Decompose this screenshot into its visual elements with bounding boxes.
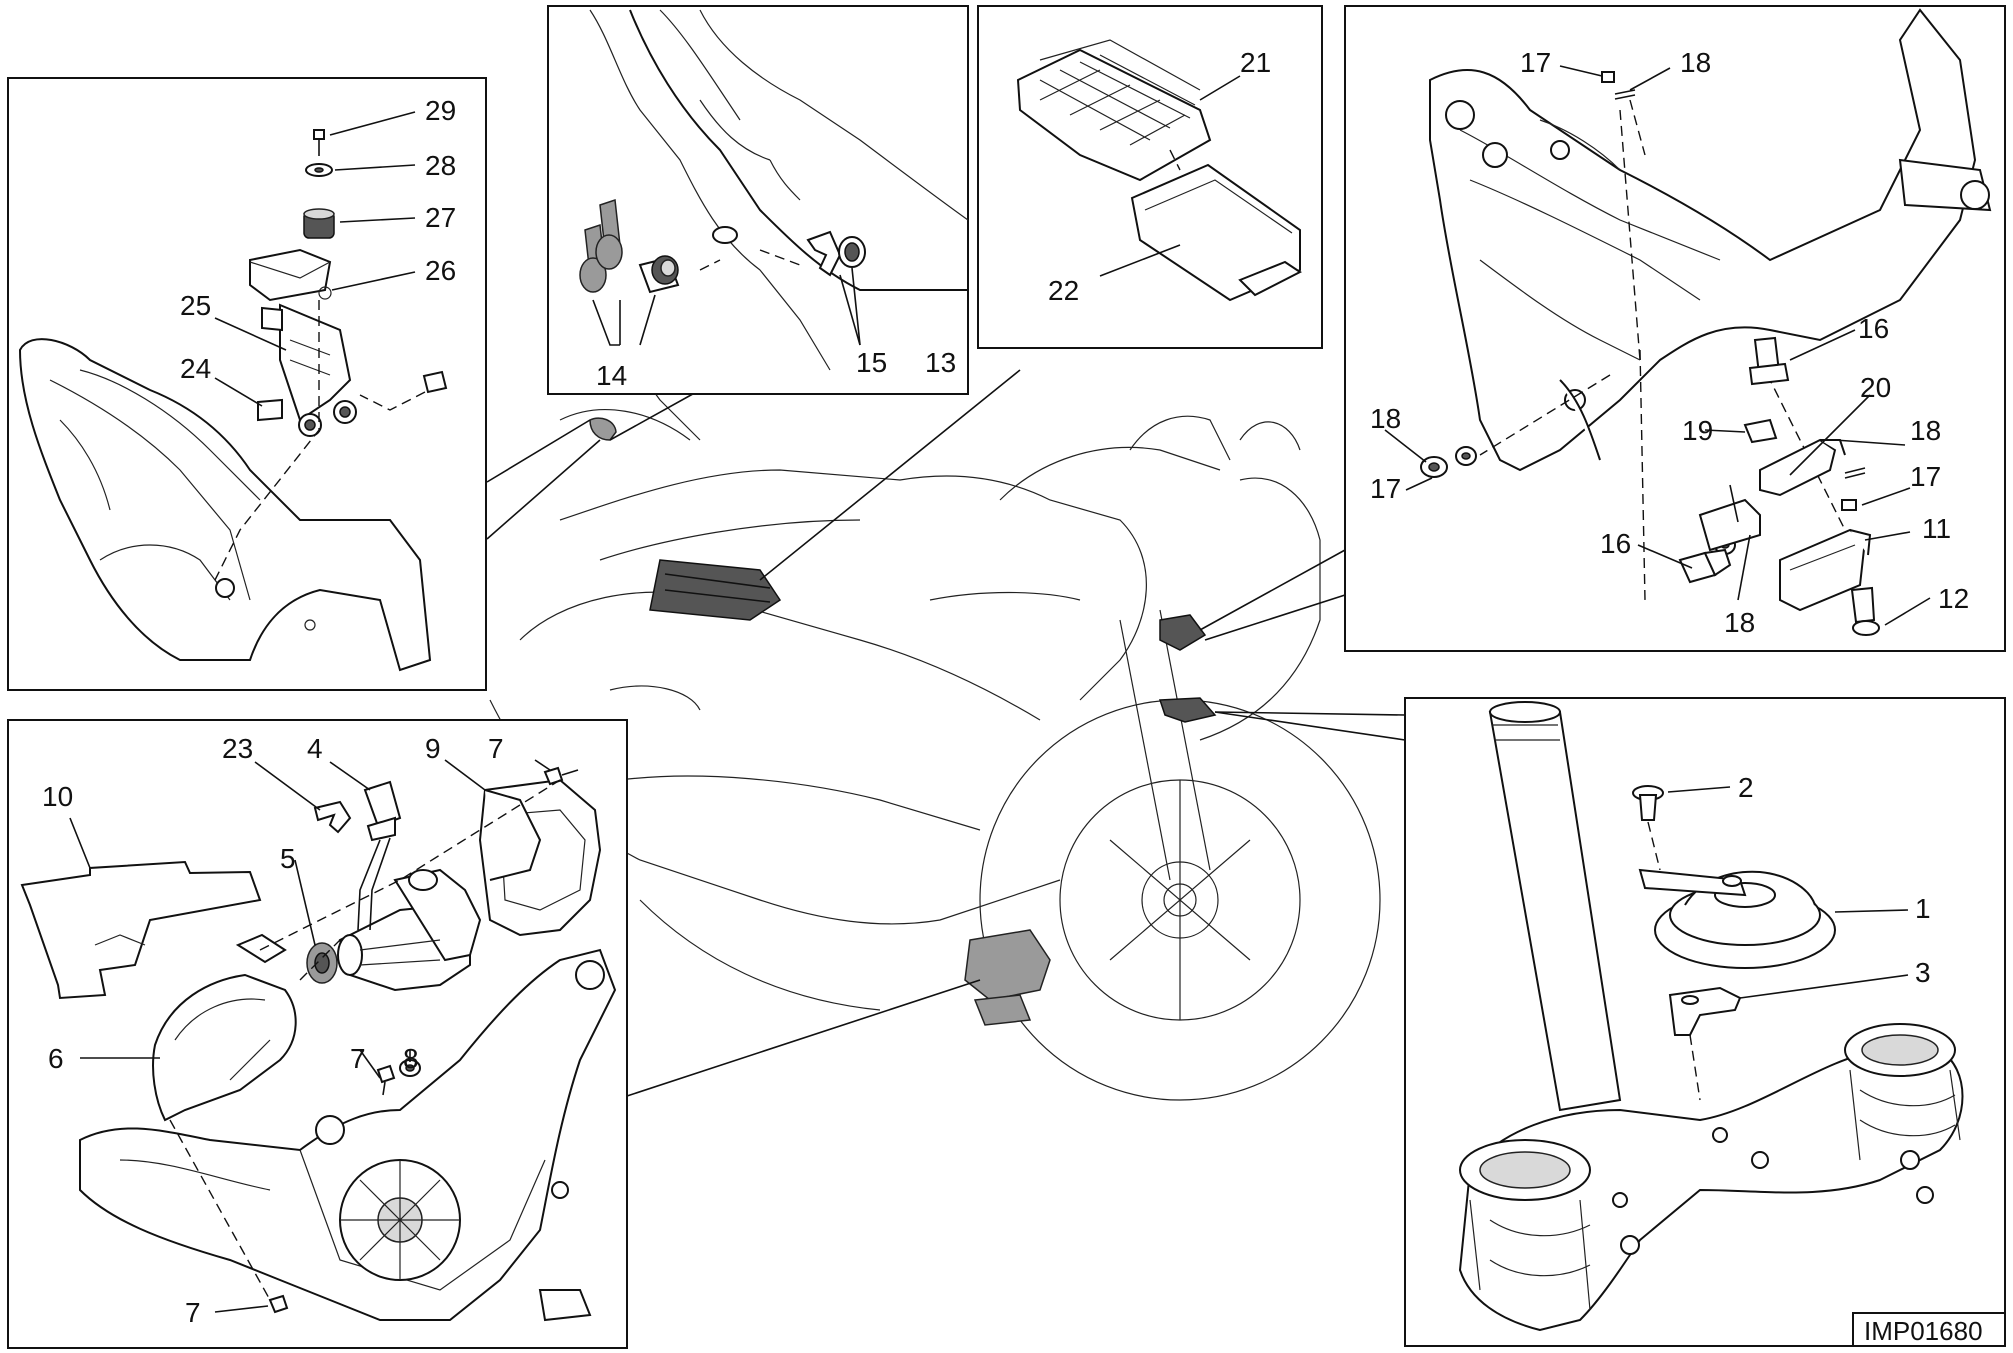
panel-top-right: 17 18 16 20 18 19 18 17 17 16 11 18 12 xyxy=(1344,5,2006,652)
callout-18: 18 xyxy=(1724,607,1755,638)
callout-26: 26 xyxy=(425,255,456,286)
callout-9: 9 xyxy=(425,733,441,764)
callout-2: 2 xyxy=(1738,772,1754,803)
callout-15: 15 xyxy=(856,347,887,378)
callout-23: 23 xyxy=(222,733,253,764)
callout-29: 29 xyxy=(425,95,456,126)
callout-7: 7 xyxy=(350,1043,366,1074)
callout-7: 7 xyxy=(185,1297,201,1328)
callout-25: 25 xyxy=(180,290,211,321)
callout-28: 28 xyxy=(425,150,456,181)
callout-3: 3 xyxy=(1915,957,1931,988)
callout-5: 5 xyxy=(280,843,296,874)
callout-18: 18 xyxy=(1910,415,1941,446)
callout-18: 18 xyxy=(1680,47,1711,78)
callout-16: 16 xyxy=(1600,528,1631,559)
panel-top-mid: 14 15 13 xyxy=(547,5,969,395)
callout-7: 7 xyxy=(488,733,504,764)
panel-top-left: 29 28 27 26 25 24 xyxy=(7,77,487,691)
callout-17: 17 xyxy=(1520,47,1551,78)
callout-12: 12 xyxy=(1938,583,1969,614)
reference-code: IMP01680 xyxy=(1864,1316,1983,1346)
callout-19: 19 xyxy=(1682,415,1713,446)
callout-13: 13 xyxy=(925,347,956,378)
leader-lines xyxy=(486,369,1406,1097)
callout-22: 22 xyxy=(1048,275,1079,306)
callout-17: 17 xyxy=(1910,461,1941,492)
callout-16: 16 xyxy=(1858,313,1889,344)
callout-1: 1 xyxy=(1915,893,1931,924)
callout-21: 21 xyxy=(1240,47,1271,78)
callout-18: 18 xyxy=(1370,403,1401,434)
callout-8: 8 xyxy=(403,1043,419,1074)
callout-20: 20 xyxy=(1860,372,1891,403)
panel-bottom-left: 23 4 9 7 10 5 6 7 8 7 xyxy=(7,719,628,1349)
callout-10: 10 xyxy=(42,781,73,812)
callout-17: 17 xyxy=(1370,473,1401,504)
callout-6: 6 xyxy=(48,1043,64,1074)
callout-11: 11 xyxy=(1922,513,1951,544)
callout-27: 27 xyxy=(425,202,456,233)
callout-14: 14 xyxy=(596,360,627,391)
panel-top-center: 21 22 xyxy=(977,5,1323,349)
panel-bottom-right: 2 1 3 IMP01680 xyxy=(1404,697,2006,1347)
callout-4: 4 xyxy=(307,733,323,764)
callout-24: 24 xyxy=(180,353,211,384)
